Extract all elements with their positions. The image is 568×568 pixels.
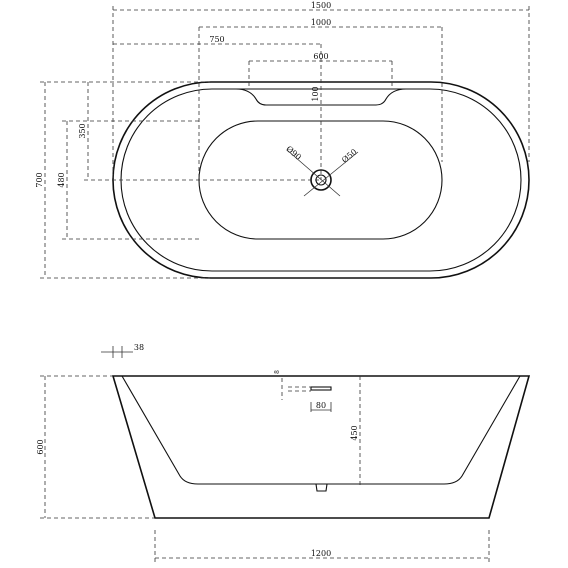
label-450: 450 — [350, 425, 359, 440]
tub-side-outer-profile — [111, 375, 531, 519]
label-600-height: 600 — [36, 439, 45, 454]
tub-pillow-notch — [235, 88, 407, 106]
tub-side-inner-profile — [121, 375, 521, 485]
label-1000: 1000 — [311, 18, 331, 27]
overflow-slot — [310, 386, 332, 391]
leader-drain-outer — [286, 149, 341, 197]
label-600: 600 — [313, 52, 328, 61]
label-diameter-50: Ø50 — [340, 147, 359, 165]
side-view: 38 600 450 8 80 1200 — [36, 343, 531, 565]
label-100: 100 — [311, 86, 320, 101]
label-80: 80 — [316, 401, 326, 410]
label-8: 8 — [274, 370, 281, 374]
tub-basin — [198, 120, 443, 240]
label-1500: 1500 — [311, 1, 331, 10]
label-480: 480 — [57, 172, 66, 187]
label-350: 350 — [78, 123, 87, 138]
label-diameter-90: Ø90 — [284, 144, 303, 162]
tub-side-drain — [315, 483, 328, 492]
leader-drain-inner — [303, 151, 359, 197]
label-700: 700 — [35, 172, 44, 187]
label-38: 38 — [134, 343, 144, 352]
label-750: 750 — [209, 35, 224, 44]
top-view: 1500 1000 750 600 100 700 480 350 Ø90 Ø5… — [35, 1, 530, 279]
label-1200: 1200 — [311, 549, 331, 558]
